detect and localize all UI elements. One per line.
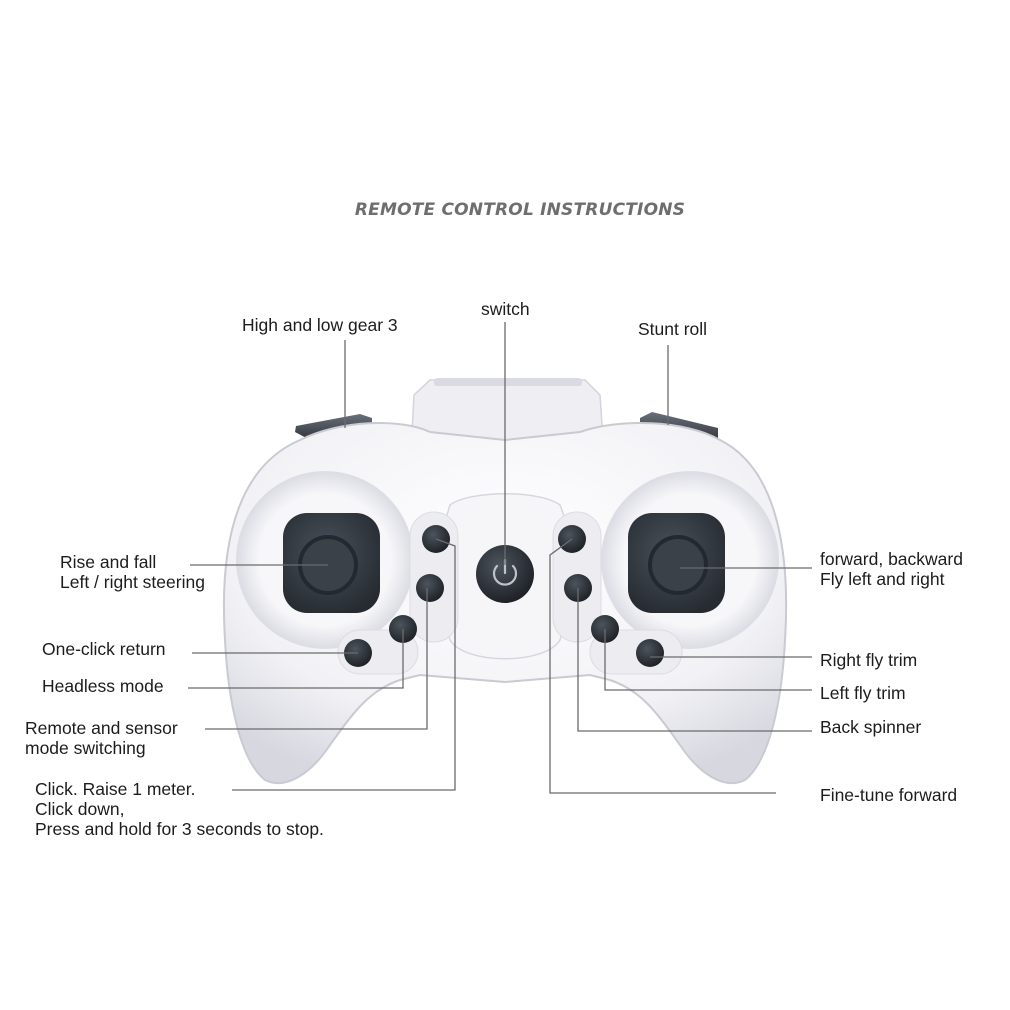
diagram-title: REMOTE CONTROL INSTRUCTIONS bbox=[355, 200, 685, 220]
mode-switch-button[interactable] bbox=[416, 574, 444, 602]
controller-top-edge bbox=[434, 378, 582, 386]
right-stick-knob[interactable] bbox=[648, 535, 708, 595]
right-fly-trim-button[interactable] bbox=[636, 639, 664, 667]
leader-headless-mode bbox=[188, 629, 404, 689]
leader-left-fly-trim bbox=[604, 629, 812, 691]
label-left-fly-trim: Left fly trim bbox=[820, 683, 906, 703]
label-right-fly-trim: Right fly trim bbox=[820, 650, 917, 670]
label-remote-sensor-line1: Remote and sensor bbox=[25, 718, 178, 738]
label-switch: switch bbox=[481, 299, 530, 319]
label-rise-fall-line2: Left / right steering bbox=[60, 572, 205, 592]
label-stunt-roll: Stunt roll bbox=[638, 319, 707, 339]
leader-remote-sensor bbox=[205, 588, 428, 730]
leader-fine-tune-forward bbox=[549, 538, 776, 794]
leader-lines bbox=[188, 322, 812, 794]
leader-click-raise bbox=[232, 538, 456, 791]
label-click-raise-line2: Click down, bbox=[35, 799, 124, 819]
label-back-spinner: Back spinner bbox=[820, 717, 921, 737]
label-forward-backward-line2: Fly left and right bbox=[820, 569, 945, 589]
label-one-click-return: One-click return bbox=[42, 639, 166, 659]
label-click-raise-line1: Click. Raise 1 meter. bbox=[35, 779, 195, 799]
label-high-low-gear: High and low gear 3 bbox=[242, 315, 398, 335]
label-click-raise-line3: Press and hold for 3 seconds to stop. bbox=[35, 819, 324, 839]
leader-back-spinner bbox=[577, 588, 812, 732]
label-remote-sensor-line2: mode switching bbox=[25, 738, 146, 758]
label-fine-tune-forward: Fine-tune forward bbox=[820, 785, 957, 805]
label-forward-backward-line1: forward, backward bbox=[820, 549, 963, 569]
label-rise-fall-line1: Rise and fall bbox=[60, 552, 156, 572]
label-headless-mode: Headless mode bbox=[42, 676, 164, 696]
